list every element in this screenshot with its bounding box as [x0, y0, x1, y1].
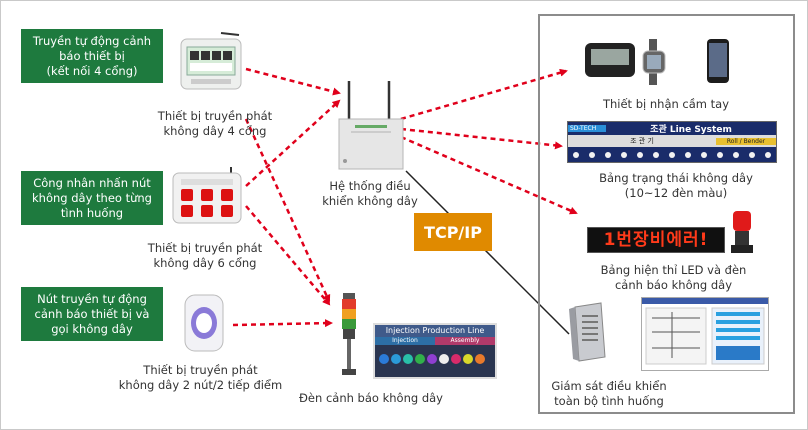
- line: Nút truyền tự động: [37, 291, 147, 306]
- status-board-right: Roll / Bender: [716, 137, 776, 145]
- line: toàn bộ tình huống: [554, 394, 664, 408]
- status-board-label: Bảng trạng thái không dây(10~12 đèn màu): [581, 171, 771, 201]
- line: Công nhân nhấn nút: [33, 175, 151, 190]
- monitoring-screen-image: [641, 297, 769, 371]
- injection-board-title: Injection Production Line: [375, 325, 495, 337]
- line: Truyền tự động cảnh: [32, 33, 152, 48]
- injection-board-left: Injection: [375, 337, 435, 345]
- output-panel: [538, 14, 795, 414]
- line: khiển không dây: [322, 194, 418, 208]
- injection-production-board: Injection Production Line Injection Asse…: [373, 323, 497, 379]
- server-image: [567, 301, 607, 363]
- line: gọi không dây: [51, 321, 133, 336]
- line: Giám sát điều khiển: [551, 379, 667, 393]
- line: không dây 4 cổng: [163, 124, 267, 138]
- status-board-image: SD-TECH 조관 Line System 조 관 기 Roll / Bend…: [567, 121, 777, 163]
- line: không dây theo từng: [32, 190, 152, 205]
- line: (10~12 đèn màu): [624, 186, 728, 200]
- status-board-sub: 조 관 기: [630, 137, 654, 145]
- handheld-label: Thiết bị nhận cầm tay: [602, 97, 730, 111]
- led-board-image: 1번장비에러!: [587, 227, 725, 253]
- status-board-title: 조관 Line System: [650, 125, 732, 135]
- handheld-devices-image: [583, 37, 743, 87]
- arrow-t3-lamp: [232, 319, 333, 328]
- transmitter-6-port-image: [169, 165, 245, 227]
- transmitter-4-port-image: [177, 31, 245, 93]
- line: Thiết bị truyền phát: [147, 241, 263, 255]
- line: cảnh báo không dây: [614, 278, 733, 292]
- line: cảnh báo thiết bị và: [34, 306, 150, 321]
- status-board-logo: SD-TECH: [568, 125, 606, 132]
- status-board-lamps: [573, 152, 771, 158]
- transmitter-2-button-image: [181, 293, 227, 353]
- line: Bảng hiện thỉ LED và đèn: [600, 263, 747, 277]
- line: Bảng trạng thái không dây: [599, 171, 753, 185]
- led-board-text: 1번장비에러!: [603, 230, 709, 250]
- tower-lamp-label: Đèn cảnh báo không dây: [299, 391, 443, 405]
- arrow-t1-controller: [245, 67, 341, 96]
- line: báo thiết bị: [59, 48, 125, 63]
- injection-board-right: Assembly: [435, 337, 495, 345]
- tower-lamp-image: [337, 291, 361, 383]
- line: Hệ thống điều: [329, 179, 411, 193]
- arrow-controller-status-board: [400, 127, 563, 150]
- line: không dây 6 cổng: [153, 256, 257, 270]
- warning-lamp-image: [731, 209, 753, 257]
- tcp-ip-badge: TCP/IP: [414, 213, 492, 251]
- line: Thiết bị truyền phát: [157, 109, 273, 123]
- arrow-t1-lamp: [244, 118, 331, 303]
- wireless-controller-image: [335, 79, 407, 171]
- line: (kết nối 4 cổng): [46, 63, 138, 78]
- injection-board-lamps: [379, 354, 485, 364]
- line: tình huống: [60, 205, 124, 220]
- line: Thiết bị truyền phát: [143, 363, 258, 377]
- line: không dây 2 nút/2 tiếp điểm: [118, 378, 283, 392]
